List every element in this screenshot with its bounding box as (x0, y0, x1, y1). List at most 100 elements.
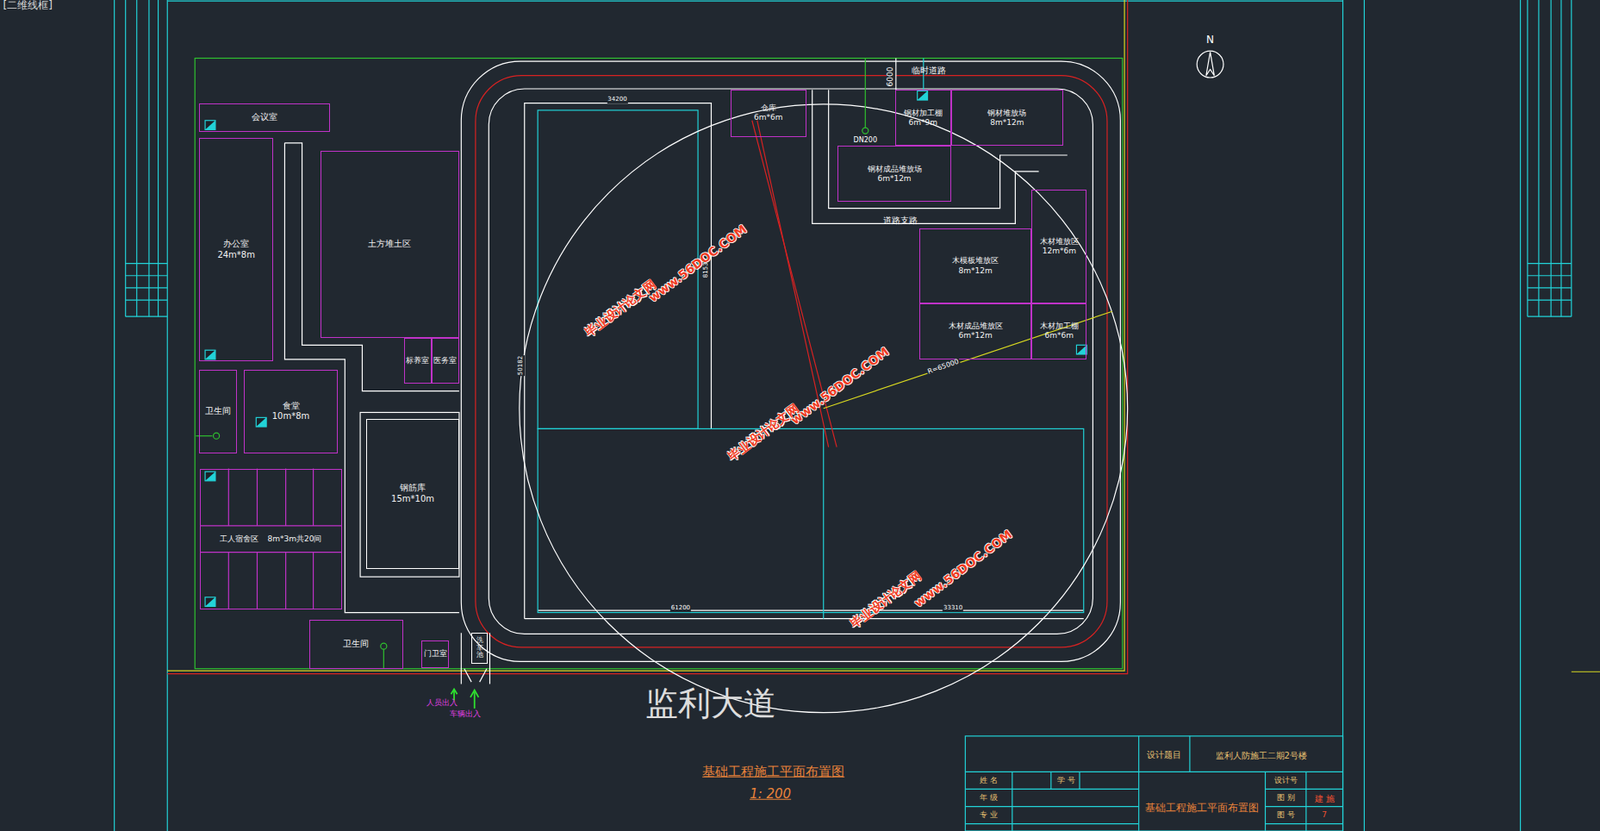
facility-box: 标养室 (404, 337, 432, 384)
facility-name: 门卫室 (423, 648, 448, 659)
facility-box: 门卫室 (421, 640, 449, 668)
facility-name: 办公室 (223, 238, 250, 250)
facility-box: 卫生间 (309, 619, 404, 669)
facility-size: 8m*12m (958, 266, 993, 276)
facility-size: 15m*10m (391, 493, 435, 505)
facility-size: 12m*6m (1042, 246, 1077, 256)
watermark: www.56DOC.COM (911, 527, 1015, 610)
crane-radius: R=65000 (926, 358, 961, 377)
road-label: 道路支路 (883, 214, 918, 225)
facility-box: 会议室 (199, 103, 330, 132)
facility-box: 卫生间 (199, 369, 237, 454)
facility-name: 钢筋库 (399, 482, 426, 494)
facility-text: 木材堆放区12m*6m (1039, 236, 1079, 257)
facility-size: 24m*8m (217, 249, 256, 262)
facility-name: 洗车池 (476, 636, 484, 660)
title-block-cell: 学 号 (1057, 776, 1076, 785)
facility-text: 食堂10m*8m (272, 400, 311, 423)
title-block-cell: 专 业 (979, 810, 998, 820)
facility-text: 钢材堆放场8m*12m (987, 108, 1027, 129)
view-label: [二维线框] (3, 0, 53, 13)
facility-box: 木材加工棚6m*6m (1031, 303, 1087, 360)
title-block-cell: 姓 名 (979, 776, 998, 785)
title-block-cell: 设计号 (1274, 776, 1298, 785)
facility-name: 卫生间 (342, 638, 369, 650)
facility-name: 土方堆土区 (367, 238, 411, 250)
road-name: 监利大道 (645, 685, 777, 723)
facility-name: 木材堆放区 (1039, 236, 1079, 247)
road-label: 临时道路 (911, 64, 947, 75)
facility-name: 钢材堆放场 (987, 108, 1027, 119)
facility-text: 工人宿舍区 8m*3m共20间 (219, 534, 322, 544)
facility-text: 卫生间 (205, 405, 231, 418)
facility-text: 会议室 (251, 112, 278, 124)
facility-box: 木材堆放区12m*6m (1031, 189, 1087, 303)
facility-size: 6m*6m (753, 112, 784, 123)
facility-name: 标养室 (405, 355, 430, 366)
facility-size: 6m*9m (908, 118, 938, 128)
facility-size: 6m*12m (877, 174, 911, 184)
facility-text: 木材加工棚6m*6m (1039, 321, 1079, 342)
facility-box: 医务室 (431, 337, 460, 384)
facility-text: 钢筋库15m*10m (391, 482, 435, 505)
facility-name: 会议室 (251, 112, 278, 124)
facility-name: 工人宿舍区 (219, 534, 259, 544)
facility-box: 洗车池 (471, 632, 488, 664)
title-block-cell: 7 (1321, 810, 1327, 820)
entrance-label: 人员出入 (426, 698, 458, 708)
facility-box: 木材成品堆放区6m*12m (919, 303, 1032, 360)
facility-size: 8m*12m (989, 118, 1024, 128)
title-block-cell: 监利人防施工二期2号楼 (1215, 750, 1308, 760)
dimension: 33310 (942, 604, 964, 612)
facility-size: 6m*6m (1045, 330, 1075, 341)
facility-text: 标养室 (405, 355, 430, 366)
facility-text: 钢材成品堆放场6m*12m (867, 164, 922, 185)
watermark: 毕业设计论文网 (725, 402, 802, 464)
facility-name: 木模板堆放区 (952, 255, 999, 266)
facility-box: 仓库6m*6m (730, 89, 807, 137)
pipe-label: DN200 (852, 136, 878, 145)
facility-name: 木材成品堆放区 (948, 321, 1003, 331)
dimension: 50182 (517, 354, 525, 376)
facility-box: 木模板堆放区8m*12m (919, 228, 1032, 303)
dimension: 61200 (670, 604, 692, 612)
title-block-cell: 图 号 (1276, 810, 1295, 820)
drawing-title: 基础工程施工平面布置图 (702, 764, 845, 779)
facility-size: 6m*12m (958, 330, 993, 341)
facility-text: 卫生间 (342, 638, 369, 650)
dimension: 6000 (886, 65, 896, 88)
facility-text: 钢材加工棚6m*9m (903, 108, 943, 129)
north-label: N (1206, 35, 1215, 47)
facility-name: 钢材加工棚 (903, 108, 943, 119)
facility-text: 洗车池 (476, 636, 484, 660)
title-block-cell: 建 施 (1314, 793, 1335, 804)
facility-box: 钢筋库15m*10m (366, 418, 460, 569)
entrance-label: 车辆出入 (449, 709, 481, 719)
title-block-cell: 年 级 (979, 793, 998, 803)
facility-box: 工人宿舍区 8m*3m共20间 (199, 468, 343, 610)
facility-text: 医务室 (433, 355, 457, 366)
facility-name: 木材加工棚 (1039, 321, 1079, 331)
dimension: 34200 (606, 96, 628, 104)
facility-size: 8m*3m共20间 (267, 534, 322, 544)
title-block-cell: 设计题目 (1146, 749, 1182, 760)
facility-box: 钢材加工棚6m*9m (895, 89, 952, 146)
facility-size: 10m*8m (272, 410, 311, 423)
watermark: 毕业设计论文网 (582, 277, 659, 339)
facility-name: 卫生间 (205, 405, 231, 418)
facility-name: 医务室 (433, 355, 457, 366)
facility-text: 木模板堆放区8m*12m (952, 255, 999, 276)
facility-name: 钢材成品堆放场 (867, 164, 922, 175)
facility-name: 食堂 (282, 400, 300, 412)
facility-box: 办公室24m*8m (199, 137, 274, 362)
facility-text: 仓库6m*6m (753, 103, 784, 124)
facility-text: 木材成品堆放区6m*12m (948, 321, 1003, 342)
drawing-scale: 1: 200 (749, 786, 791, 802)
facility-text: 土方堆土区 (367, 238, 411, 250)
facility-text: 办公室24m*8m (217, 238, 256, 261)
facility-box: 钢材堆放场8m*12m (951, 89, 1064, 146)
facility-name: 仓库 (760, 103, 777, 113)
facility-box: 食堂10m*8m (243, 369, 338, 454)
facility-text: 门卫室 (423, 648, 448, 659)
